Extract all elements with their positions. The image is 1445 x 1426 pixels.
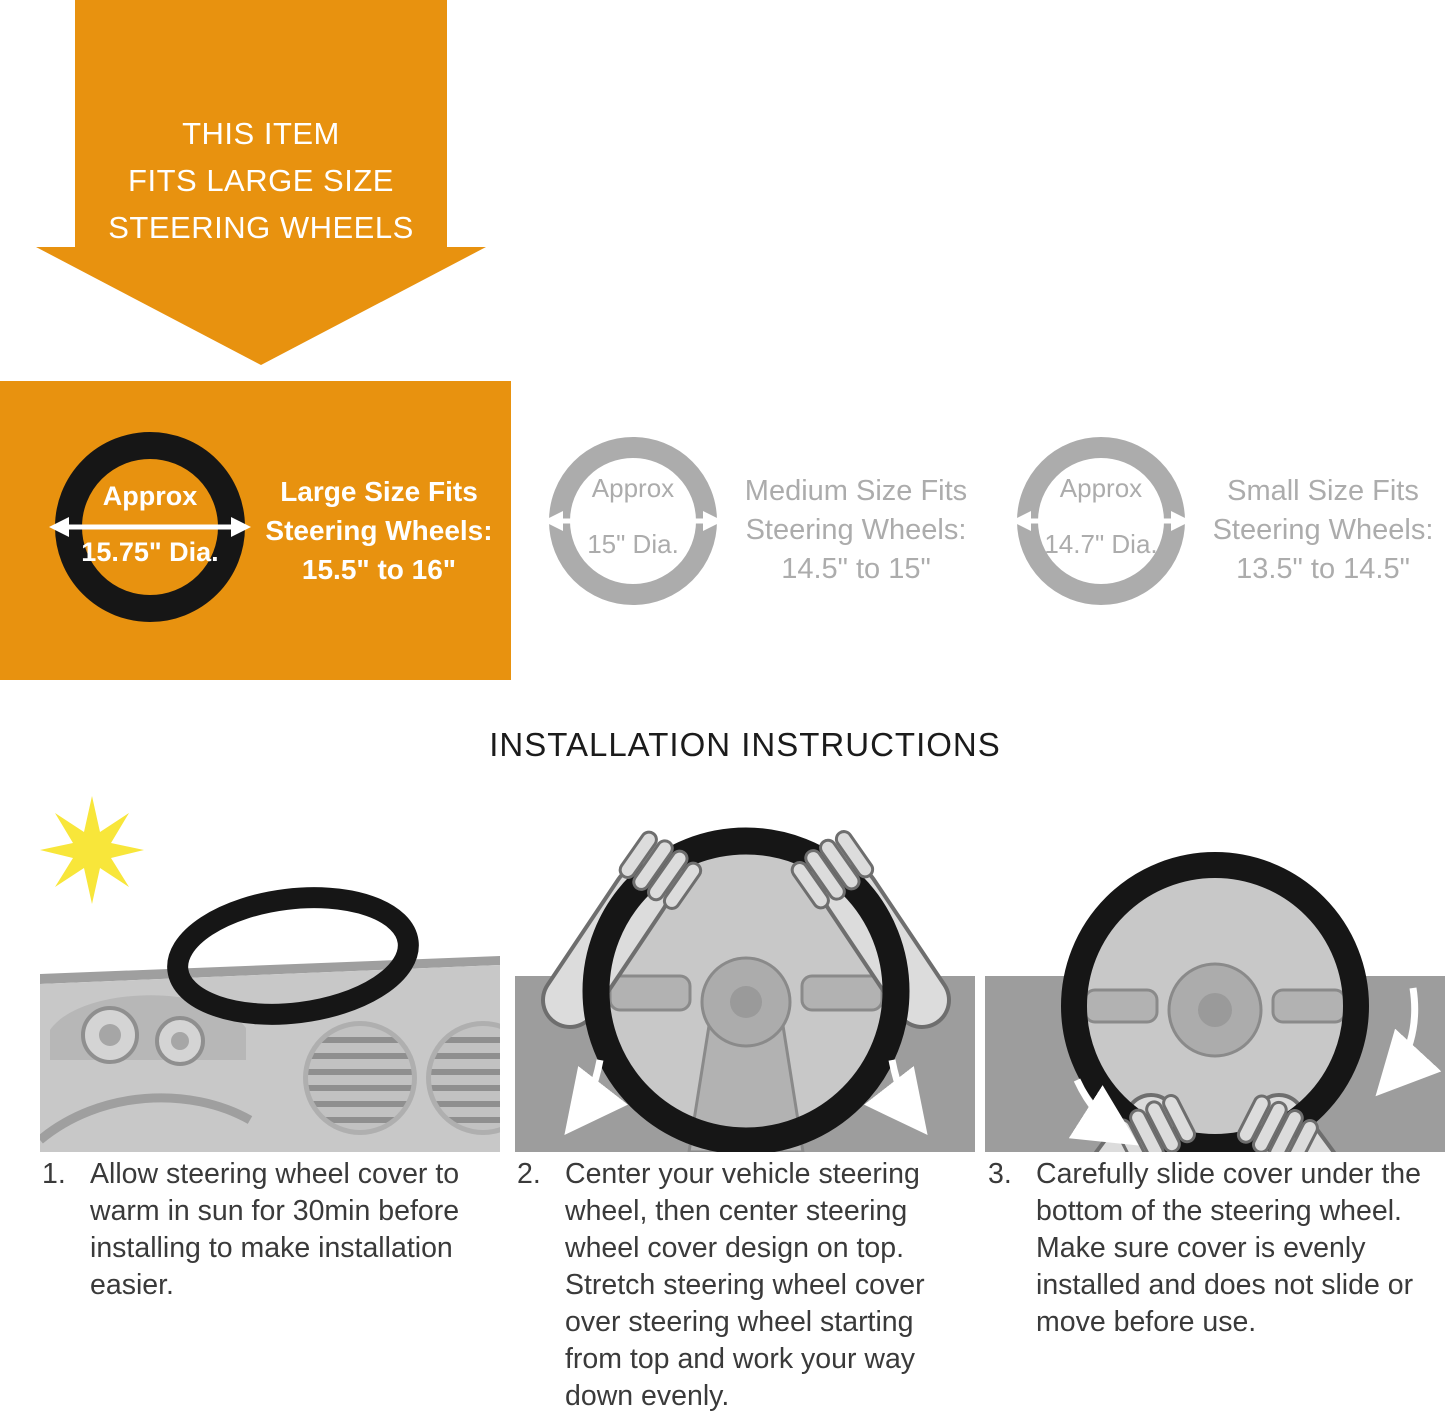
steering-wheel-cover-ring [582, 827, 910, 1152]
small-diameter-value: 14.7" Dia. [1044, 529, 1158, 559]
sun-icon [40, 796, 144, 904]
medium-size-description: Medium Size Fits Steering Wheels: 14.5" … [744, 475, 968, 585]
step1-dashboard-illustration [40, 796, 500, 1152]
banner-line-2: FITS LARGE SIZE [128, 163, 394, 198]
small-approx-label: Approx [1059, 473, 1143, 503]
windshield-edge [40, 956, 500, 984]
small-size-description: Small Size Fits Steering Wheels: 13.5" t… [1212, 475, 1434, 585]
large-size-description: Large Size Fits Steering Wheels: 15.5" t… [265, 476, 493, 585]
medium-approx-label: Approx [591, 473, 675, 503]
diameter-arrow-icon [543, 511, 723, 531]
hand-left-fingers [618, 830, 703, 910]
step-number: 3. [988, 1158, 1012, 1190]
wheel-spoke [800, 974, 884, 1012]
down-arrow-icon [564, 1059, 628, 1136]
installation-title: INSTALLATION INSTRUCTIONS [489, 726, 1001, 763]
banner-line-1: THIS ITEM [182, 116, 340, 151]
wheel-spoke [608, 974, 692, 1012]
wheel-spoke [1083, 988, 1159, 1024]
step-item-1: 1. Allow steering wheel cover to warm in… [42, 1156, 490, 1304]
wheel-spoke [1271, 988, 1347, 1024]
down-arrow-icon [1375, 987, 1442, 1097]
down-arrow-icon [864, 1059, 928, 1136]
steering-wheel-cover-ring [1061, 852, 1369, 1152]
step-number: 1. [42, 1158, 66, 1190]
banner-arrow-down [36, 247, 486, 365]
diameter-arrow-icon [1011, 511, 1191, 531]
step-item-3: 3. Carefully slide cover under the botto… [988, 1156, 1440, 1341]
step2-wheel-illustration [515, 827, 975, 1152]
banner-text: THIS ITEM FITS LARGE SIZE STEERING WHEEL… [75, 110, 447, 251]
medium-diameter-value: 15" Dia. [587, 529, 679, 559]
diameter-arrow-icon [49, 517, 251, 537]
step-text: Allow steering wheel cover to warm in su… [90, 1158, 460, 1301]
step-text: Carefully slide cover under the bottom o… [1036, 1158, 1421, 1338]
hand-right-knuckles [1236, 1094, 1319, 1152]
hand-right-fingers [790, 830, 875, 910]
down-arrow-icon [1068, 1078, 1139, 1146]
step-number: 2. [517, 1158, 541, 1190]
wheel-rim-hint [40, 1093, 253, 1144]
step3-wheel-illustration [985, 852, 1445, 1152]
step-item-2: 2. Center your vehicle steering wheel, t… [517, 1156, 959, 1415]
step-text: Center your vehicle steering wheel, then… [565, 1158, 925, 1412]
fits-banner [75, 0, 447, 247]
large-diameter-value: 15.75" Dia. [81, 537, 219, 567]
banner-line-3: STEERING WHEELS [108, 210, 414, 245]
steering-wheel-cover-oval [167, 887, 419, 1025]
large-approx-label: Approx [102, 481, 198, 511]
